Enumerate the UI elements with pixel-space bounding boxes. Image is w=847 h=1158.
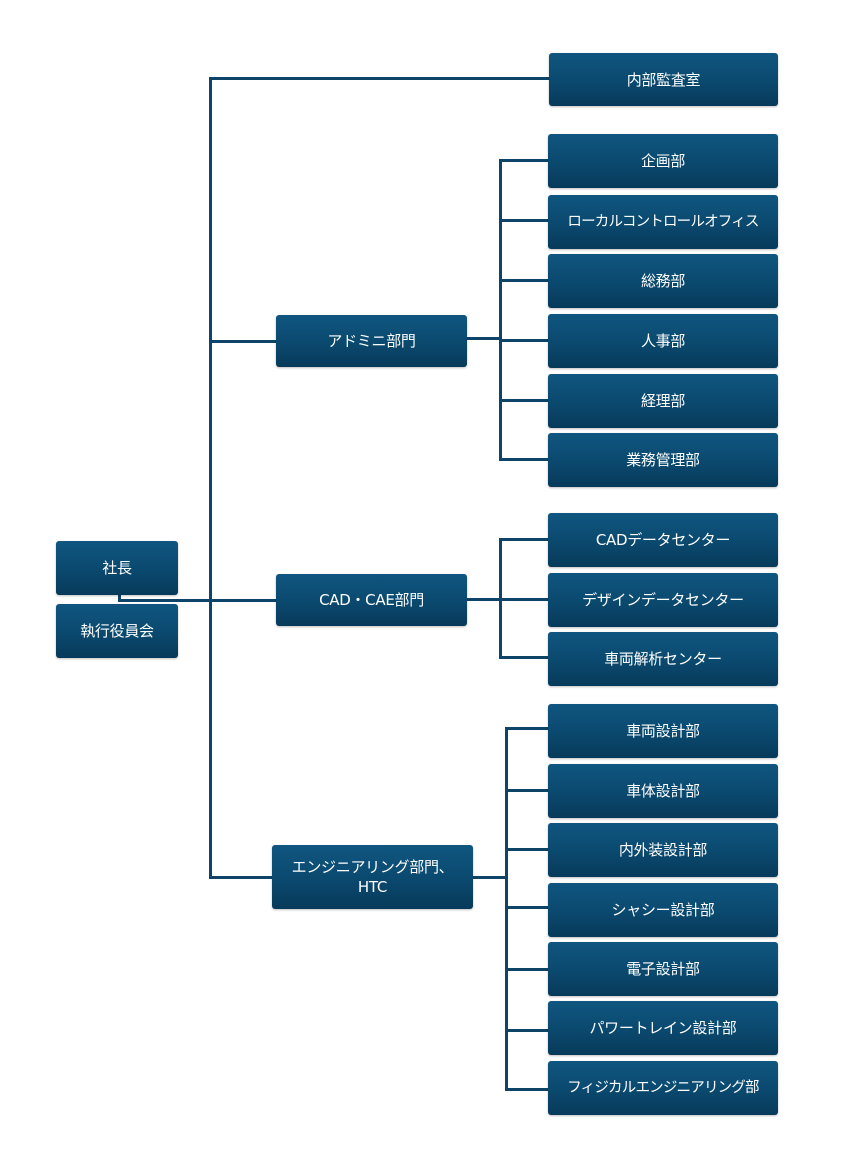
engineering-dept-label: 車両設計部 — [626, 722, 700, 740]
cad-dept-box: CADデータセンター — [548, 513, 778, 567]
cad-cae-division-box: CAD・CAE部門 — [276, 574, 467, 626]
executive-committee-box: 執行役員会 — [56, 604, 178, 658]
admin-dept-label: 企画部 — [640, 152, 686, 170]
connector-admin-dept-3 — [499, 279, 549, 282]
engineering-division-label-line1: エンジニアリング部門、 — [291, 858, 454, 876]
president-box: 社長 — [56, 541, 178, 595]
engineering-dept-label: 車体設計部 — [626, 782, 700, 800]
admin-dept-label: 業務管理部 — [626, 451, 700, 469]
admin-dept-box: ローカルコントロールオフィス — [548, 195, 778, 249]
connector-admin-dept-6 — [499, 458, 549, 461]
president-label: 社長 — [102, 559, 132, 577]
connector-admin-dept-1 — [499, 159, 549, 162]
admin-division-box: アドミニ部門 — [276, 315, 467, 367]
admin-dept-box: 企画部 — [548, 134, 778, 188]
engineering-dept-label: 内外装設計部 — [618, 841, 708, 859]
admin-dept-box: 総務部 — [548, 254, 778, 308]
engineering-division-label-line2: HTC — [357, 878, 388, 896]
cad-dept-label: 車両解析センター — [604, 650, 722, 668]
engineering-dept-box: 電子設計部 — [548, 942, 778, 996]
engineering-dept-label: 電子設計部 — [626, 960, 700, 978]
connector-eng-dept-5 — [505, 968, 549, 971]
connector-eng-vertical — [505, 727, 508, 1091]
connector-cad-out — [466, 598, 501, 601]
admin-dept-label: 人事部 — [640, 332, 686, 350]
cad-cae-division-label: CAD・CAE部門 — [319, 591, 424, 609]
engineering-dept-box: 車体設計部 — [548, 764, 778, 818]
admin-dept-label: 総務部 — [640, 272, 686, 290]
engineering-dept-label: シャシー設計部 — [611, 901, 715, 919]
connector-to-engineering — [209, 876, 272, 879]
connector-admin-dept-5 — [499, 399, 549, 402]
admin-dept-box: 人事部 — [548, 314, 778, 368]
cad-dept-label: CADデータセンター — [595, 531, 731, 549]
admin-dept-label: ローカルコントロールオフィス — [567, 214, 759, 230]
engineering-dept-box: シャシー設計部 — [548, 883, 778, 937]
connector-eng-out — [472, 876, 507, 879]
connector-eng-dept-6 — [505, 1029, 549, 1032]
admin-dept-box: 経理部 — [548, 374, 778, 428]
connector-admin-vertical — [499, 159, 502, 461]
executive-committee-label: 執行役員会 — [80, 622, 154, 640]
connector-admin-dept-2 — [499, 219, 549, 222]
cad-dept-label: デザインデータセンター — [582, 591, 744, 609]
connector-cad-dept-1 — [499, 538, 549, 541]
connector-root-stub — [118, 592, 121, 602]
engineering-dept-box: 内外装設計部 — [548, 823, 778, 877]
connector-to-admin — [209, 340, 276, 343]
connector-cad-dept-3 — [499, 656, 549, 659]
connector-eng-dept-3 — [505, 848, 549, 851]
connector-admin-out — [466, 337, 501, 340]
admin-division-label: アドミニ部門 — [327, 332, 416, 350]
internal-audit-label: 内部監査室 — [626, 70, 701, 89]
engineering-dept-box: パワートレイン設計部 — [548, 1001, 778, 1055]
connector-eng-dept-1 — [505, 727, 549, 730]
engineering-division-box: エンジニアリング部門、 HTC — [272, 845, 473, 909]
connector-main-trunk — [209, 77, 212, 879]
connector-to-audit — [209, 77, 549, 80]
connector-eng-dept-2 — [505, 789, 549, 792]
admin-dept-box: 業務管理部 — [548, 433, 778, 487]
connector-cad-dept-2 — [499, 598, 549, 601]
cad-dept-box: 車両解析センター — [548, 632, 778, 686]
engineering-dept-box: 車両設計部 — [548, 704, 778, 758]
engineering-dept-label: フィジカルエンジニアリング部 — [567, 1080, 759, 1096]
connector-root-to-cad — [118, 599, 276, 602]
internal-audit-box: 内部監査室 — [549, 53, 778, 106]
connector-admin-dept-4 — [499, 339, 549, 342]
admin-dept-label: 経理部 — [640, 392, 686, 410]
engineering-dept-label: パワートレイン設計部 — [589, 1019, 737, 1037]
cad-dept-box: デザインデータセンター — [548, 573, 778, 627]
connector-eng-dept-7 — [505, 1088, 549, 1091]
connector-eng-dept-4 — [505, 906, 549, 909]
engineering-dept-box: フィジカルエンジニアリング部 — [548, 1061, 778, 1115]
